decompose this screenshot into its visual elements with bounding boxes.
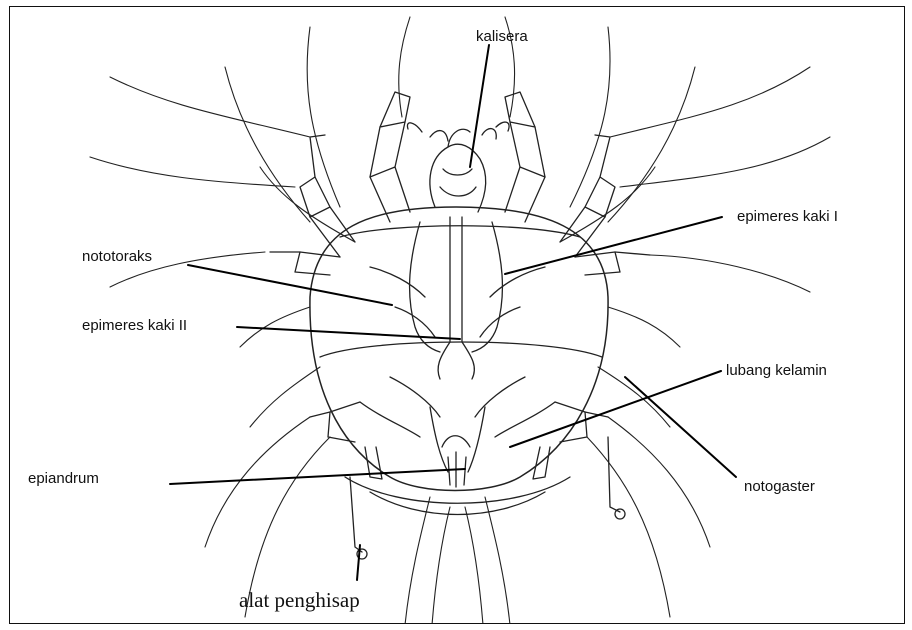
genital-region [360,377,555,487]
right-front-legs [505,92,650,275]
setae [90,17,830,624]
label-epiandrum: epiandrum [28,471,99,486]
mite-illustration [10,7,905,624]
label-nototoraks: nototoraks [82,249,152,264]
label-kalisera: kalisera [476,29,528,44]
suckers [357,509,625,559]
label-lubang-kelamin: lubang kelamin [726,363,827,378]
diagram-frame: kalisera epimeres kaki I nototoraks epim… [9,6,905,624]
label-alat-penghisap: alat penghisap [239,590,360,611]
gnathosoma [407,122,509,212]
label-epimeres-kaki-i: epimeres kaki I [737,209,838,224]
label-notogaster: notogaster [744,479,815,494]
label-epimeres-kaki-ii: epimeres kaki II [82,318,187,333]
leader-lines [170,45,736,580]
epimeres [370,217,545,379]
left-front-legs [270,92,410,275]
